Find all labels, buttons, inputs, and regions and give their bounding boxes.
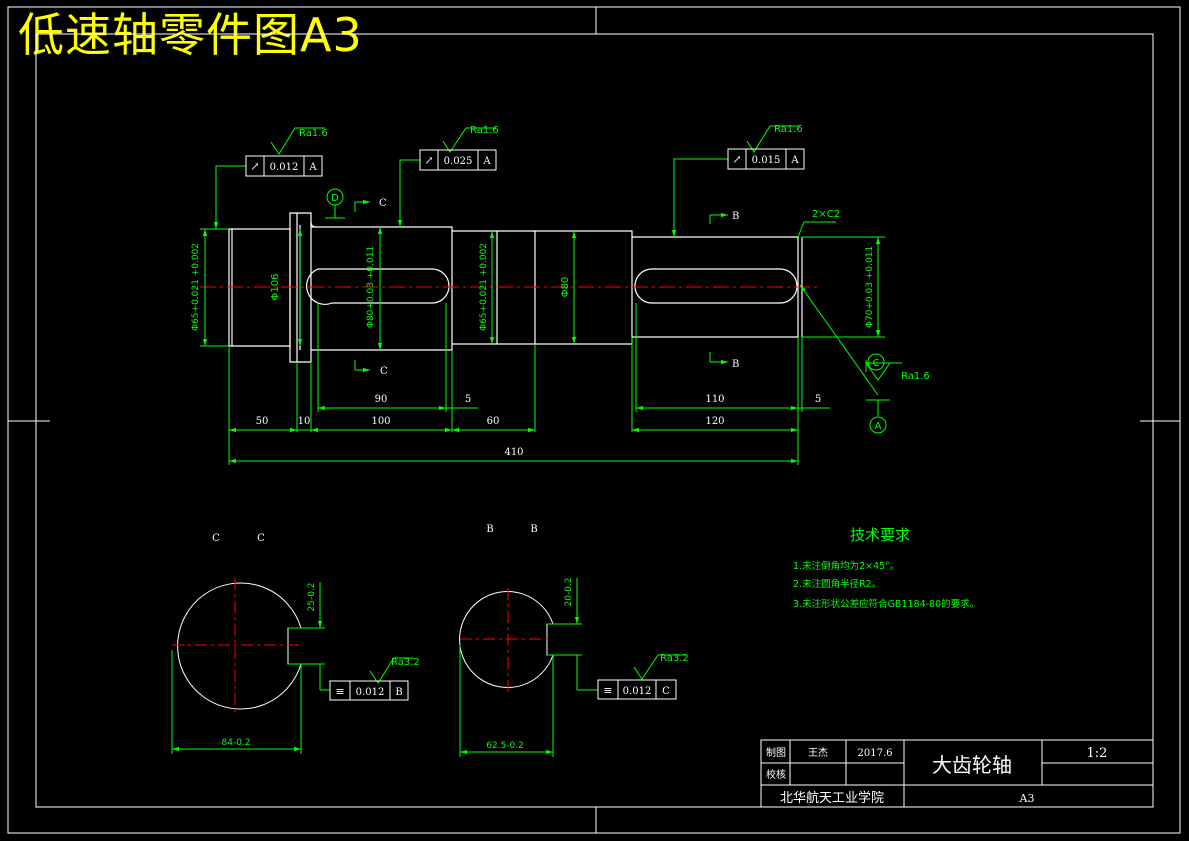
tol-mid-value: 0.025 — [444, 156, 473, 167]
roughness-sec-c: Ra3.2 — [391, 657, 420, 668]
len-50: 50 — [256, 416, 269, 427]
title-block — [760, 739, 1154, 808]
tol-secc-datum: B — [395, 687, 402, 698]
dia-d3: Φ80+0.03 +0.011 — [366, 246, 376, 328]
datum-d: D — [331, 193, 339, 204]
dia-d5: Φ80 — [560, 277, 571, 298]
tol-left-value: 0.012 — [270, 162, 299, 173]
len-60: 60 — [487, 416, 500, 427]
tb-scale: 1:2 — [1087, 746, 1108, 761]
len-5b: 5 — [815, 394, 821, 405]
tol-secc-symbol: ≡ — [335, 685, 344, 698]
len-90: 90 — [375, 394, 388, 405]
section-c-width: 84-0.2 — [221, 738, 250, 748]
roughness-sec-b: Ra3.2 — [660, 653, 689, 664]
section-title-c2: C — [257, 533, 265, 544]
section-title-c1: C — [212, 533, 220, 544]
tb-drawn-by: 王杰 — [808, 747, 828, 759]
tol-secc-value: 0.012 — [356, 687, 385, 698]
section-c-depth: 25-0.2 — [307, 582, 317, 611]
tolerance-frame-section-c: ≡ 0.012 B — [329, 680, 409, 701]
chamfer-label: 2×C2 — [812, 209, 840, 220]
tb-part-name: 大齿轮轴 — [932, 753, 1012, 777]
dia-d2: Φ106 — [270, 274, 281, 301]
tb-drawn-label: 制图 — [766, 746, 786, 759]
roughness-datum-a: Ra1.6 — [901, 371, 930, 382]
dia-d1: Φ65+0.021 +0.002 — [191, 243, 201, 331]
roughness-symbols — [270, 125, 902, 684]
len-120: 120 — [705, 416, 724, 427]
tol-mid-datum: A — [482, 156, 491, 167]
len-10: 10 — [298, 416, 311, 427]
tb-date: 2017.6 — [858, 748, 893, 759]
section-mark-c-bottom: C — [380, 366, 388, 377]
sheet-frame — [7, 6, 1181, 834]
section-mark-b-bottom: B — [732, 359, 739, 370]
dia-d4: Φ65+0.021 +0.002 — [479, 243, 489, 331]
tb-sheet: A3 — [1019, 792, 1035, 805]
section-c-view — [171, 578, 330, 754]
tol-left-symbol: ↗ — [250, 160, 259, 173]
tb-school: 北华航天工业学院 — [780, 790, 884, 806]
section-b-depth: 20-0.2 — [564, 577, 574, 606]
dia-d6: Φ70+0.03 +0.011 — [865, 246, 875, 328]
tol-left-datum: A — [308, 162, 317, 173]
banner-title: 低速轴零件图A3 — [18, 8, 363, 62]
len-410: 410 — [504, 447, 523, 458]
tol-secb-value: 0.012 — [623, 686, 652, 697]
tol-mid-symbol: ↗ — [424, 154, 433, 167]
roughness-mid: Ra1.6 — [470, 125, 499, 136]
len-5a: 5 — [465, 394, 471, 405]
len-110: 110 — [705, 394, 724, 405]
tolerance-frame-left: ↗ 0.012 A — [245, 155, 323, 177]
tech-req-item-2: 2.未注圆角半径R2。 — [793, 578, 881, 590]
section-title-b1: B — [486, 524, 493, 535]
roughness-left: Ra1.6 — [299, 128, 328, 139]
section-mark-c-top: C — [379, 198, 387, 209]
tb-checked-label: 校核 — [766, 768, 786, 781]
dimension-lines — [200, 158, 890, 465]
tol-right-datum: A — [790, 155, 799, 166]
roughness-right: Ra1.6 — [774, 124, 803, 135]
tol-right-symbol: ↗ — [732, 153, 741, 166]
tolerance-frame-mid: ↗ 0.025 A — [419, 149, 497, 171]
tol-secb-datum: C — [662, 686, 670, 697]
datum-circles — [326, 188, 887, 434]
section-title-b2: B — [530, 524, 537, 535]
datum-c: C — [873, 358, 880, 369]
section-b-width: 62.5-0.2 — [486, 741, 524, 751]
tolerance-frame-right: ↗ 0.015 A — [727, 148, 805, 170]
tolerance-frame-section-b: ≡ 0.012 C — [597, 679, 677, 700]
tol-right-value: 0.015 — [752, 155, 781, 166]
tech-req-item-1: 1.未注倒角均为2×45°。 — [793, 560, 899, 572]
datum-a: A — [875, 421, 882, 432]
section-b-view — [459, 578, 598, 757]
tech-req-title: 技术要求 — [850, 526, 910, 544]
section-mark-b-top: B — [732, 211, 739, 222]
len-100: 100 — [371, 416, 390, 427]
tol-secb-symbol: ≡ — [603, 684, 612, 697]
tech-req-item-3: 3.未注形状公差应符合GB1184-80的要求。 — [793, 598, 979, 610]
